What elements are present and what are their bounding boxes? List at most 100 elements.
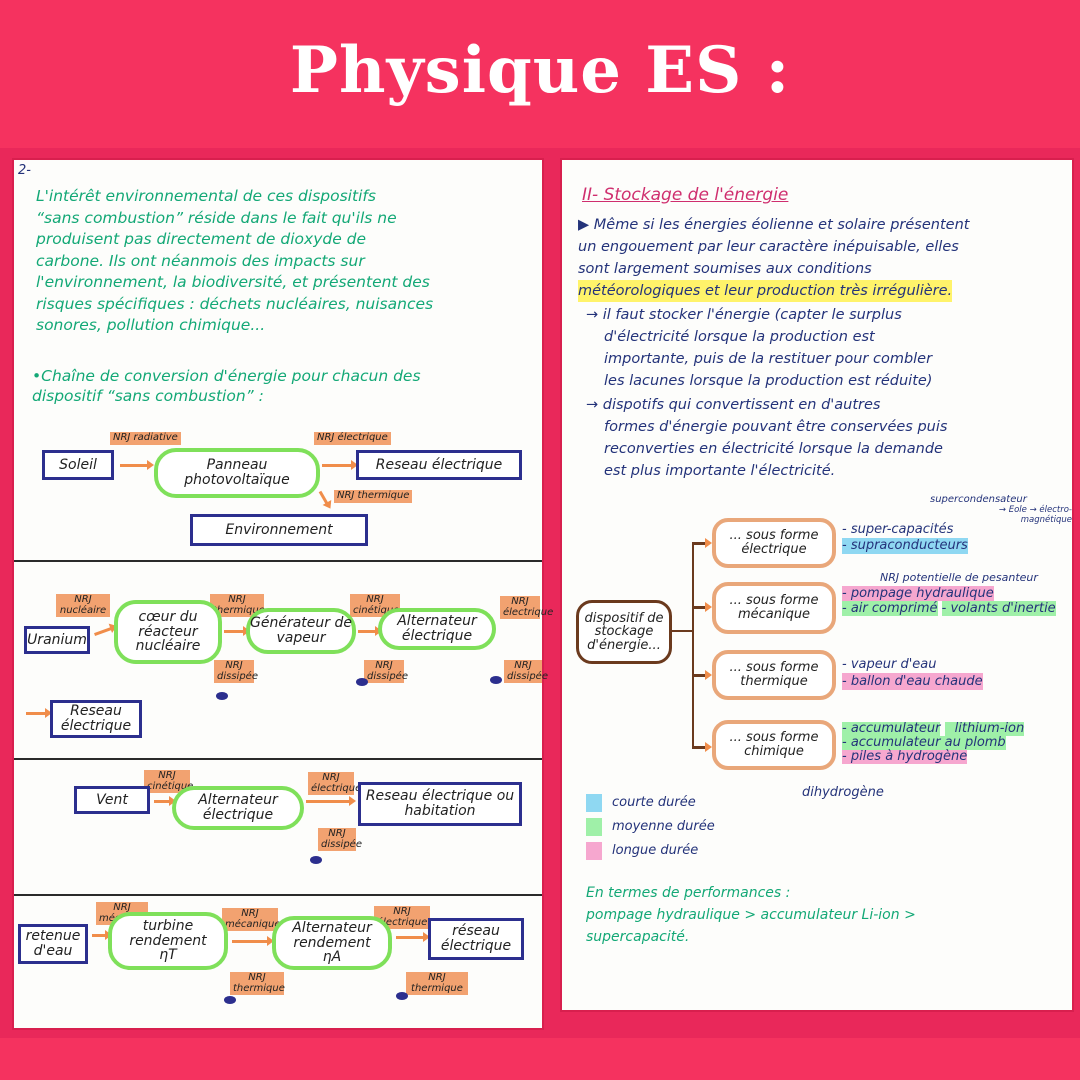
items-electrique: - super-capacités - supraconducteurs — [842, 522, 968, 554]
oval-alternateur: Alternateur électrique — [378, 608, 496, 650]
intro-line: produisent pas directement de dioxyde de — [36, 230, 367, 248]
intro-line: “sans combustion” réside dans le fait qu… — [36, 208, 397, 227]
tag-radiative: NRJ radiative — [110, 432, 181, 445]
section-title: II- Stockage de l'énergie — [582, 185, 789, 205]
chain-title-line: •Chaîne de conversion d'énergie pour cha… — [32, 367, 421, 385]
box-reseau: Reseau électrique — [356, 450, 522, 480]
chain-title: •Chaîne de conversion d'énergie pour cha… — [32, 366, 421, 406]
dot — [396, 992, 408, 1000]
root-dispositif: dispositif de stockage d'énergie... — [576, 600, 672, 664]
item: - piles à hydrogène — [842, 749, 968, 764]
item: - vapeur d'eau — [842, 657, 937, 672]
items-thermique: - vapeur d'eau - ballon d'eau chaude — [842, 656, 983, 690]
dot — [310, 856, 322, 864]
right-page: II- Stockage de l'énergie ▶ Même si les … — [562, 160, 1072, 1010]
tag-thermique: NRJ thermique — [210, 594, 265, 617]
item: - accumulateur au plomb — [842, 735, 1006, 750]
tag-nucleaire: NRJ nucléaire — [56, 594, 110, 617]
item: - ballon d'eau chaude — [842, 673, 983, 690]
intro-paragraph: L'intérêt environnemental de ces disposi… — [36, 186, 433, 337]
box-uranium: Uranium — [24, 626, 90, 654]
item: - volants d'inertie — [941, 601, 1056, 616]
text-line: → il faut stocker l'énergie (capter le s… — [586, 307, 902, 323]
tag-cinetique: NRJ cinétique — [144, 770, 193, 793]
intro-line: carbone. Ils ont néanmois des impacts su… — [36, 251, 365, 270]
item: - supraconducteurs — [842, 538, 968, 554]
arrow — [26, 708, 52, 718]
legend-moyenne: moyenne durée — [612, 819, 715, 834]
divider — [14, 560, 542, 562]
arrow — [396, 932, 430, 942]
arrow — [318, 490, 329, 505]
legend-swatch-longue — [586, 842, 602, 860]
tag-mecanique: NRJ mécanique — [222, 908, 280, 931]
intro-line: L'intérêt environnemental de ces disposi… — [36, 187, 376, 205]
item: - accumulateur — [842, 721, 941, 736]
tag-electrique: NRJ électrique — [314, 432, 391, 445]
chain-title-line: dispositif “sans combustion” : — [32, 387, 264, 405]
connector — [692, 542, 694, 748]
arrow — [120, 460, 154, 470]
text-line: ▶ Même si les énergies éolienne et solai… — [578, 217, 970, 233]
tag-dissipee: NRJ dissipée — [214, 660, 258, 683]
dot — [224, 996, 236, 1004]
arrow — [154, 796, 176, 806]
branch-thermique: ... sous forme thermique — [712, 650, 836, 700]
note-eole: → Eole → électro-magnétique — [998, 505, 1072, 525]
oval-generateur: Générateur de vapeur — [246, 608, 356, 654]
note-dihydrogene: dihydrogène — [802, 785, 884, 800]
arrow — [224, 626, 250, 636]
box-reseau: réseau électrique — [428, 918, 524, 960]
oval-panneau: Panneau photovoltaïque — [154, 448, 320, 498]
box-soleil: Soleil — [42, 450, 114, 480]
branch-mecanique: ... sous forme mécanique — [712, 582, 836, 634]
text-line: importante, puis de la restituer pour co… — [604, 351, 933, 367]
tag-dissipee: NRJ dissipée — [318, 828, 362, 851]
perf-title: En termes de performances : — [586, 885, 791, 901]
arrow — [232, 936, 274, 946]
text-line: les lacunes lorsque la production est ré… — [604, 373, 933, 389]
connector — [672, 630, 692, 632]
text-line: sont largement soumises aux conditions — [578, 261, 872, 277]
dot — [490, 676, 502, 684]
tag-electrique: NRJ électrique — [308, 772, 361, 795]
intro-line: l'environnement, la biodiversité, et pré… — [36, 273, 430, 291]
oval-alternateur: Alternateur électrique — [172, 786, 304, 830]
dot — [216, 692, 228, 700]
arrow — [94, 627, 112, 636]
arrow — [358, 626, 382, 636]
header-banner: Physique ES : — [0, 0, 1080, 148]
box-vent: Vent — [74, 786, 150, 814]
paragraph-1: ▶ Même si les énergies éolienne et solai… — [578, 214, 969, 302]
box-retenue: retenue d'eau — [18, 924, 88, 964]
items-chimique: - accumulateur lithium-ion - accumulateu… — [842, 722, 1072, 764]
legend-courte: courte durée — [612, 795, 696, 810]
branch-chimique: ... sous forme chimique — [712, 720, 836, 770]
arrow — [692, 742, 712, 752]
turbine-label: turbine rendement — [129, 917, 207, 949]
perf-line-1: pompage hydraulique > accumulateur Li-io… — [586, 907, 916, 923]
oval-alternateur: Alternateur rendement ηA — [272, 916, 392, 970]
paragraph-3: → dispotifs qui convertissent en d'autre… — [586, 394, 947, 482]
arrow — [692, 602, 712, 612]
eta-a: ηA — [322, 949, 342, 966]
footer-band — [0, 1038, 1080, 1080]
text-line: météorologiques et leur production très … — [578, 280, 953, 302]
box-environnement: Environnement — [190, 514, 368, 546]
oval-turbine: turbine rendement ηT — [108, 912, 228, 970]
items-mecanique: - pompage hydraulique - air comprimé - v… — [842, 586, 1072, 616]
note-potentielle: NRJ potentielle de pesanteur — [880, 571, 1038, 584]
arrow — [322, 460, 358, 470]
tag-thermique: NRJ thermique — [406, 972, 468, 995]
tag-thermique: NRJ thermique — [230, 972, 285, 995]
dot — [356, 678, 368, 686]
tag-thermique: NRJ thermique — [334, 490, 413, 503]
arrow — [692, 538, 712, 548]
text-line: un engouement par leur caractère inépuis… — [578, 239, 959, 255]
text-line: → dispotifs qui convertissent en d'autre… — [586, 397, 881, 413]
note-supercondensateur: supercondensateur — [930, 494, 1027, 505]
oval-coeur: cœur du réacteur nucléaire — [114, 600, 222, 664]
item: - air comprimé — [842, 601, 938, 616]
paragraph-2: → il faut stocker l'énergie (capter le s… — [586, 304, 932, 392]
text-line: formes d'énergie pouvant être conservées… — [604, 419, 948, 435]
